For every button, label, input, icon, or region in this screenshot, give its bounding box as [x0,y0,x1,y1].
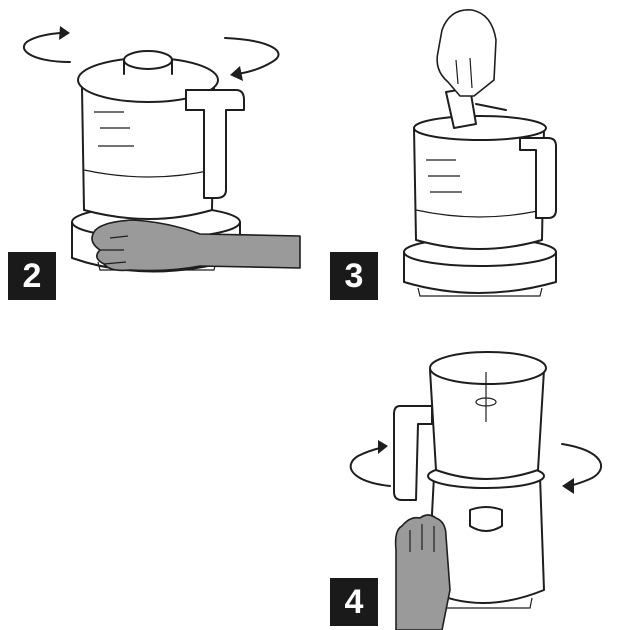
rotate-arrow-right-icon [561,443,603,487]
step-number-badge-2: 2 [8,252,56,300]
jug-handle [519,137,557,219]
step-number-3: 3 [344,257,364,295]
step-number-badge-3: 3 [330,252,378,300]
jug-handle [185,89,245,199]
step-2-illustration: 2 [0,0,310,310]
step-3-illustration: 3 [330,0,622,310]
step-number-badge-4: 4 [330,578,378,626]
locking-jug-drawing [349,351,603,630]
rotate-arrow-left-icon [349,447,391,487]
step-number-2: 2 [22,257,42,295]
kettle-on-base-drawing [22,26,301,273]
rotate-arrow-right-icon [224,37,280,75]
jug-body [413,127,545,250]
hand-holding-base-icon [394,514,451,630]
step-4-illustration: 4 [330,340,622,630]
rotate-arrow-left-icon [22,32,71,63]
hand-holding-base-icon [91,219,301,272]
jug-handle [393,405,433,501]
jug-body [81,87,215,220]
inserting-filter-drawing [403,9,557,297]
jug-body [429,369,545,480]
hand-placing-filter-icon [436,9,497,97]
step-number-4: 4 [344,583,364,621]
